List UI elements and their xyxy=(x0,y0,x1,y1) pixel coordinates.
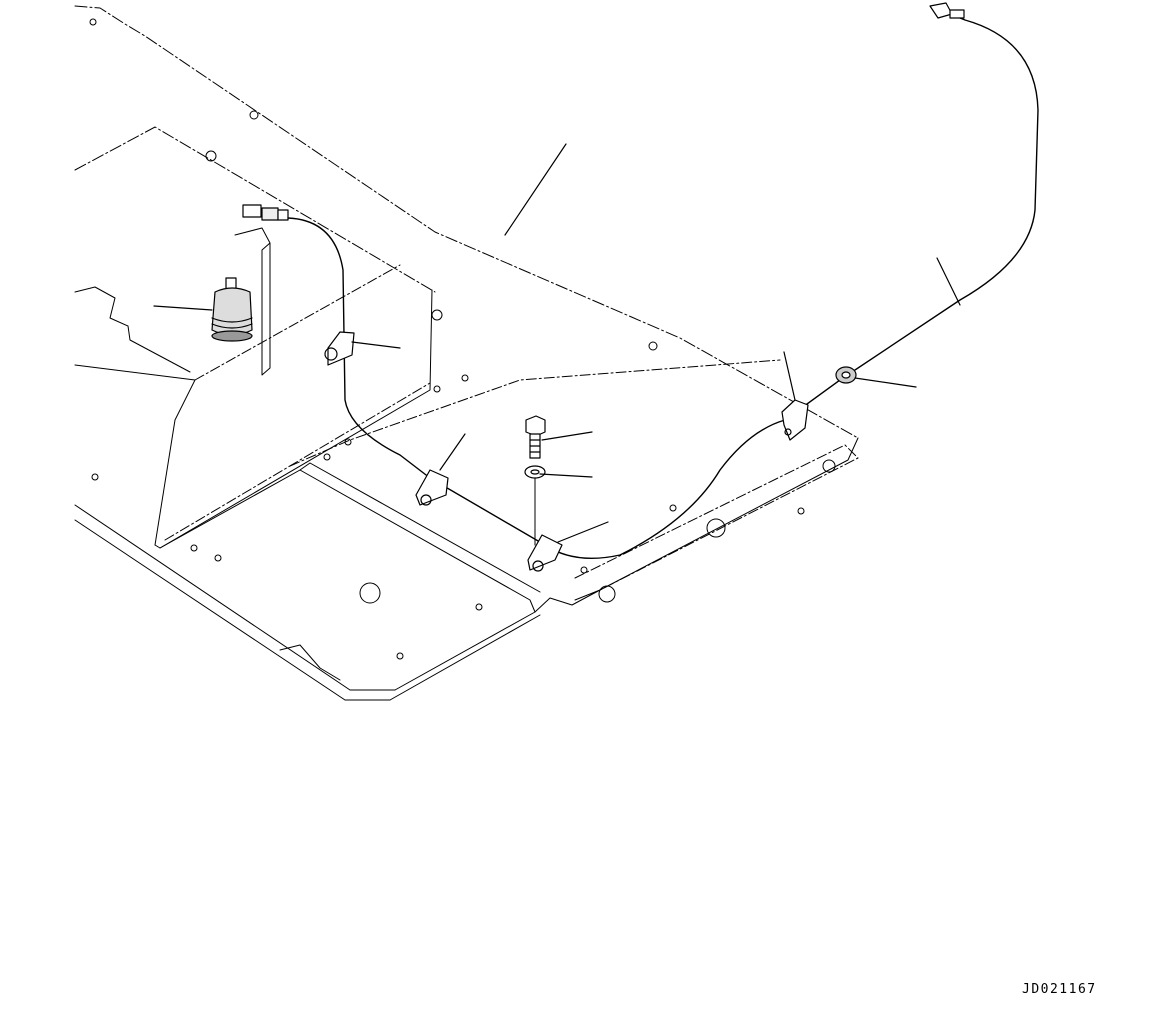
grommet xyxy=(835,366,857,384)
wire-harness xyxy=(287,9,1039,560)
floor-frame xyxy=(74,5,859,701)
leader-lines xyxy=(153,143,961,543)
harness-clips xyxy=(324,331,809,572)
wire-connector xyxy=(242,204,289,221)
drawing-code: JD021167 xyxy=(1022,982,1097,997)
bracket-panel xyxy=(74,227,433,549)
bolt-and-washer xyxy=(524,415,546,546)
wire-terminal xyxy=(929,2,965,19)
floor-plate xyxy=(159,444,859,681)
pressure-switch xyxy=(211,277,253,342)
mounting-holes xyxy=(89,18,836,660)
